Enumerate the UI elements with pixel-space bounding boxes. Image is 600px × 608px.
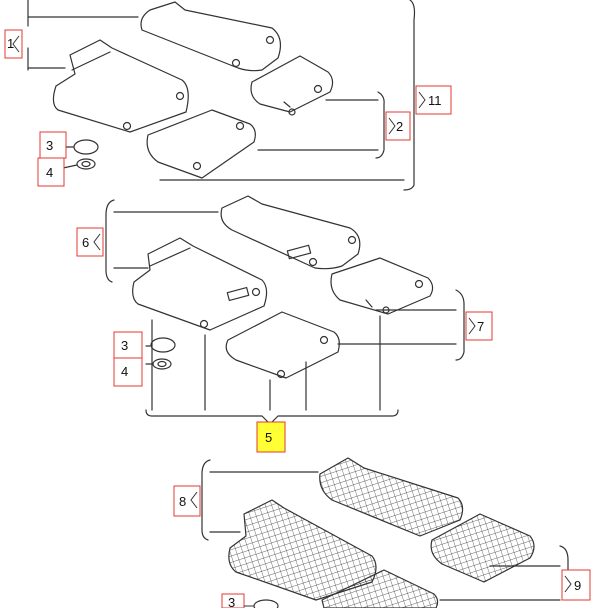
callout-3-top: 3 bbox=[39, 131, 67, 159]
floor-mat-set-top bbox=[27, 0, 416, 191]
callout-4-top: 4 bbox=[37, 157, 65, 187]
rear-right-grid-mat bbox=[430, 513, 535, 583]
retainer-cap-mid bbox=[150, 337, 176, 353]
svg-text:4: 4 bbox=[46, 165, 53, 180]
svg-text:4: 4 bbox=[121, 364, 128, 379]
callout-11: 11 bbox=[415, 85, 452, 115]
floor-mat-set-middle bbox=[105, 195, 465, 425]
callout-1: 1 bbox=[4, 29, 23, 59]
callout-3-bottom: 3 bbox=[221, 593, 254, 608]
svg-text:3: 3 bbox=[46, 138, 53, 153]
callout-7: 7 bbox=[465, 311, 493, 341]
floor-mat-set-bottom bbox=[201, 457, 569, 608]
retainer-base-top bbox=[76, 158, 96, 170]
rear-mat-large bbox=[140, 1, 282, 72]
svg-text:7: 7 bbox=[477, 319, 484, 334]
svg-text:11: 11 bbox=[428, 93, 442, 108]
retainer-cap-bottom bbox=[253, 599, 279, 608]
callout-2: 2 bbox=[385, 111, 411, 141]
callout-4-mid: 4 bbox=[113, 357, 143, 387]
retainer-base-mid bbox=[152, 358, 172, 370]
callout-3-mid: 3 bbox=[113, 331, 143, 359]
svg-text:6: 6 bbox=[82, 235, 89, 250]
svg-text:5: 5 bbox=[265, 430, 272, 445]
callout-5: 5 bbox=[256, 421, 286, 453]
callout-9: 9 bbox=[561, 569, 591, 601]
rear-mat-large-mid bbox=[220, 195, 361, 270]
front-right-mat bbox=[146, 109, 256, 179]
callout-8: 8 bbox=[173, 485, 201, 517]
rear-right-mat bbox=[250, 55, 334, 113]
front-right-mat-mid bbox=[225, 311, 340, 379]
retainer-cap-top bbox=[73, 139, 99, 155]
front-left-mat bbox=[52, 39, 189, 133]
front-left-mat-mid bbox=[132, 237, 268, 331]
svg-text:2: 2 bbox=[396, 119, 403, 134]
svg-text:1: 1 bbox=[7, 36, 14, 51]
svg-text:3: 3 bbox=[121, 338, 128, 353]
svg-text:9: 9 bbox=[574, 578, 581, 593]
callout-6: 6 bbox=[76, 227, 104, 257]
rear-grid-mat bbox=[319, 457, 464, 537]
svg-text:3: 3 bbox=[228, 595, 235, 608]
svg-text:8: 8 bbox=[179, 494, 186, 509]
rear-right-mat-mid bbox=[330, 257, 434, 315]
